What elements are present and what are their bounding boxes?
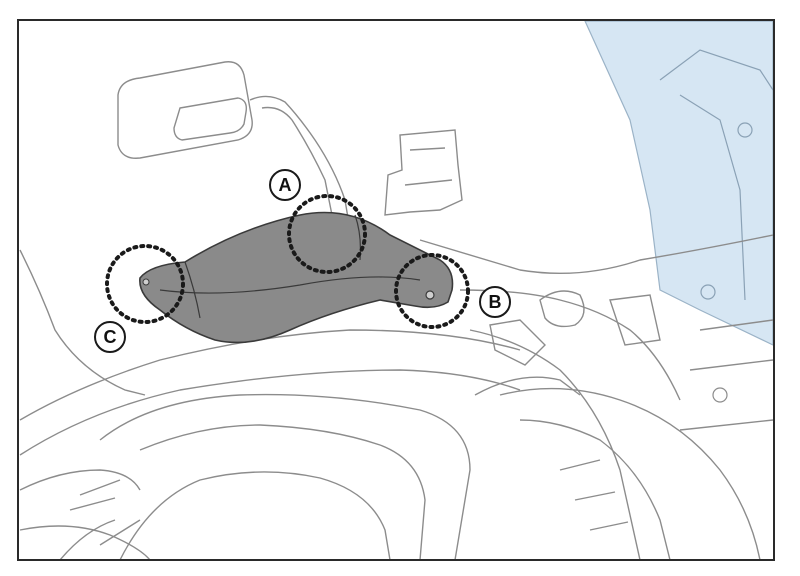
attachment-point-c-icon xyxy=(105,244,185,324)
handguard-end-cap xyxy=(142,278,150,286)
attachment-point-b-icon xyxy=(394,253,470,329)
windscreen xyxy=(584,21,773,346)
callout-a-ring xyxy=(269,169,301,201)
callout-b-ring xyxy=(479,286,511,318)
mount-bracket xyxy=(384,129,463,216)
dash-bolt xyxy=(712,387,728,403)
windscreen-bolt-lower xyxy=(700,284,716,300)
mirror-icon xyxy=(117,61,351,231)
windscreen-edge xyxy=(659,49,773,301)
attachment-point-a-icon xyxy=(287,194,367,274)
callout-b-label: B xyxy=(489,292,502,312)
handguard-icon xyxy=(139,211,454,344)
callout-a: A xyxy=(269,169,301,201)
callout-a-label: A xyxy=(279,175,292,195)
callout-c-ring xyxy=(94,321,126,353)
callout-c: C xyxy=(94,321,126,353)
callout-b: B xyxy=(479,286,511,318)
windscreen-bolt-upper xyxy=(737,122,753,138)
callout-c-label: C xyxy=(104,327,117,347)
motorcycle-body xyxy=(19,234,773,559)
handguard-bolt xyxy=(425,290,435,300)
